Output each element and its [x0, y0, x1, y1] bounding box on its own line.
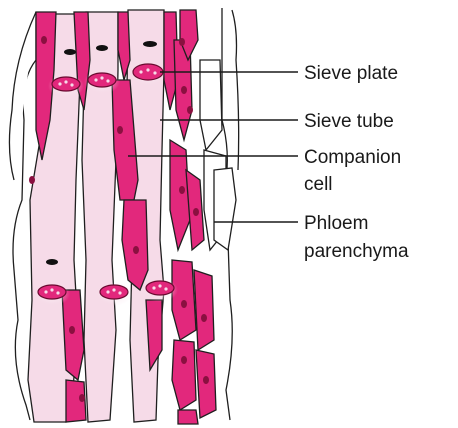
companion-cell [62, 290, 84, 380]
label-sieve-tube: Sieve tube [304, 111, 394, 132]
label-sieve-plate: Sieve plate [304, 63, 398, 84]
right-edge-cell [232, 10, 239, 170]
companion-cell [172, 340, 196, 410]
companion-cell [178, 410, 198, 424]
parenchyma-cell [200, 60, 222, 150]
sieve-plate [133, 64, 163, 80]
companion-cell [194, 270, 214, 350]
companion-cell [122, 200, 148, 290]
label-companion-cell-line1: Companion [304, 147, 401, 168]
labels: Sieve plate Sieve tube Companion cell Ph… [304, 63, 409, 262]
label-phloem-parenchyma-line1: Phloem [304, 213, 368, 234]
label-companion-cell-line2: cell [304, 174, 333, 195]
sieve-plate [38, 285, 66, 299]
sieve-plate [52, 77, 80, 91]
sieve-plate [100, 285, 128, 299]
label-phloem-parenchyma-line2: parenchyma [304, 241, 409, 262]
sieve-plate [146, 281, 174, 295]
sieve-plate [88, 73, 116, 87]
parenchyma-cell [214, 168, 236, 250]
